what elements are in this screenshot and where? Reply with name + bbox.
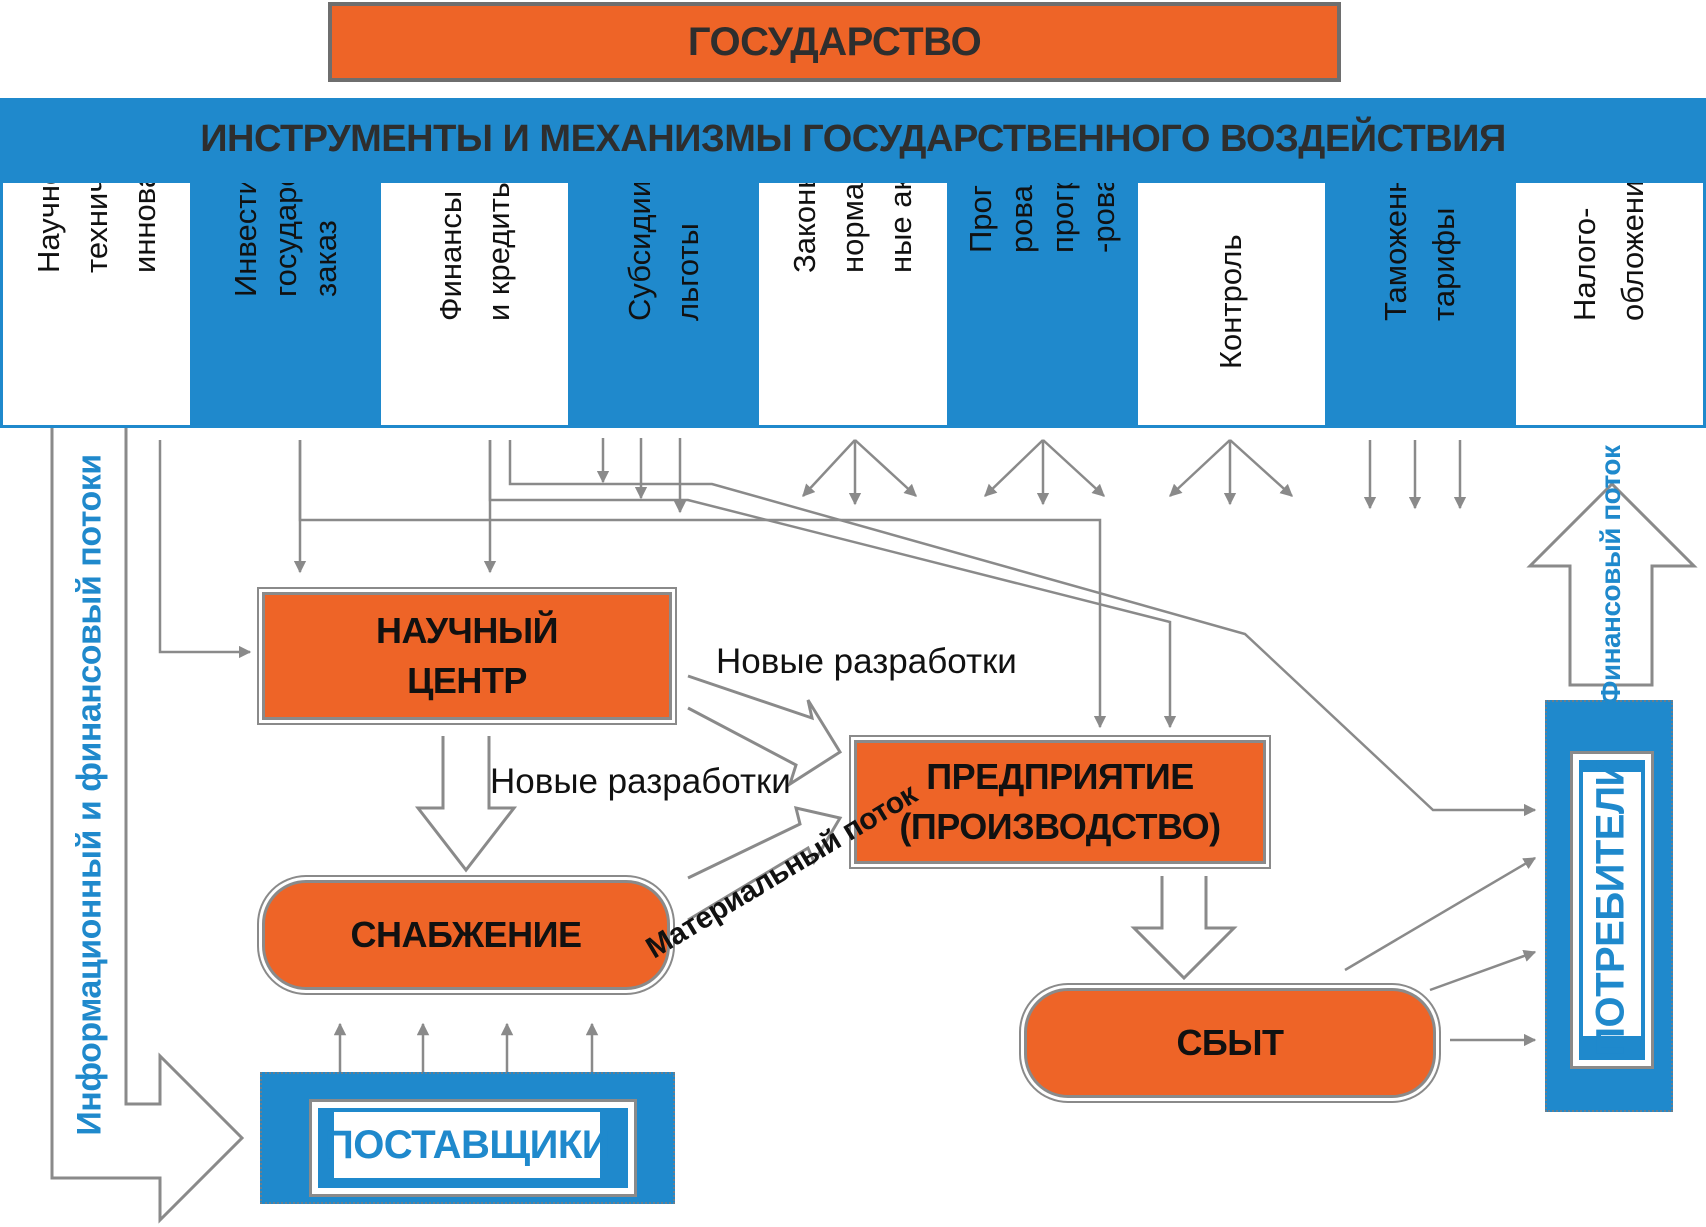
hollow-arrow-financial-flow [1526, 481, 1698, 687]
tool-forecasting: Прогнози- рование и программи -рование [948, 183, 1138, 425]
instruments-title: ИНСТРУМЕНТЫ И МЕХАНИЗМЫ ГОСУДАРСТВЕННОГО… [200, 117, 1506, 160]
arrow-finance-consumers [508, 440, 1537, 817]
tool-innovations: Научно- технические инновации [3, 183, 193, 425]
suppliers-label: ПОСТАВЩИКИ [324, 1122, 611, 1167]
science-center-label: НАУЧНЫЙ ЦЕНТР [376, 610, 558, 701]
supply-label: СНАБЖЕНИЕ [350, 914, 582, 955]
tool-investments: Инвестиции, государственный заказ [192, 183, 382, 425]
enterprise-box: ПРЕДПРИЯТИЕ (ПРОИЗВОДСТВО) [854, 740, 1266, 864]
arrow-laws-1 [802, 439, 856, 497]
tool-taxation: Налого- обложение [1515, 183, 1703, 425]
consumers-panel: ПОТРЕБИТЕЛИ [1545, 700, 1673, 1112]
instruments-bar: ИНСТРУМЕНТЫ И МЕХАНИЗМЫ ГОСУДАРСТВЕННОГО… [0, 98, 1706, 180]
arrow-invest-enterprise [298, 440, 1107, 729]
hollow-arrow-supply-enterprise [687, 805, 843, 922]
instruments-row: Научно- технические инновации Инвестиции… [0, 180, 1706, 428]
enterprise-label: ПРЕДПРИЯТИЕ (ПРОИЗВОДСТВО) [899, 756, 1221, 847]
arrow-forecast-3 [1042, 439, 1105, 497]
state-title: ГОСУДАРСТВО [687, 19, 982, 64]
arrow-sales-consumers-1 [1344, 856, 1537, 972]
supply-box: СНАБЖЕНИЕ [262, 880, 670, 990]
hollow-arrow-enterprise-sales [1130, 876, 1238, 981]
hollow-arrow-info-finance [50, 428, 245, 1224]
tool-subsidies: Субсидии и льготы [570, 183, 760, 425]
hollow-arrow-science-supply [414, 736, 518, 873]
consumers-label: ПОТРЕБИТЕЛИ [1588, 758, 1633, 1056]
arrow-finance-enterprise [488, 440, 1177, 729]
arrow-forecast-1 [984, 439, 1044, 497]
new-developments-label-2: Новые разработки [490, 762, 791, 801]
arrow-laws-3 [854, 439, 917, 497]
hollow-arrow-science-enterprise [687, 674, 843, 788]
tool-laws: Законы и норматив- ные акты [759, 183, 949, 425]
financial-flow-label: Финансовый поток [1595, 445, 1626, 705]
info-finance-flow-label: Информационный и финансовый потоки [70, 454, 109, 1136]
science-center-box: НАУЧНЫЙ ЦЕНТР [262, 592, 672, 720]
sales-label: СБЫТ [1176, 1022, 1284, 1063]
sales-box: СБЫТ [1024, 988, 1436, 1098]
tool-tariffs: Таможенные тарифы [1326, 183, 1516, 425]
arrow-control-1 [1169, 439, 1231, 497]
state-box: ГОСУДАРСТВО [328, 2, 1341, 82]
arrow-control-3 [1229, 439, 1293, 497]
suppliers-panel: ПОСТАВЩИКИ [260, 1072, 675, 1204]
tool-control: Контроль [1137, 183, 1327, 425]
arrow-innovations-science [158, 440, 252, 659]
new-developments-label-1: Новые разработки [716, 642, 1017, 681]
tool-finance: Финансы и кредиты [381, 183, 571, 425]
arrow-sales-consumers-2 [1429, 949, 1537, 992]
